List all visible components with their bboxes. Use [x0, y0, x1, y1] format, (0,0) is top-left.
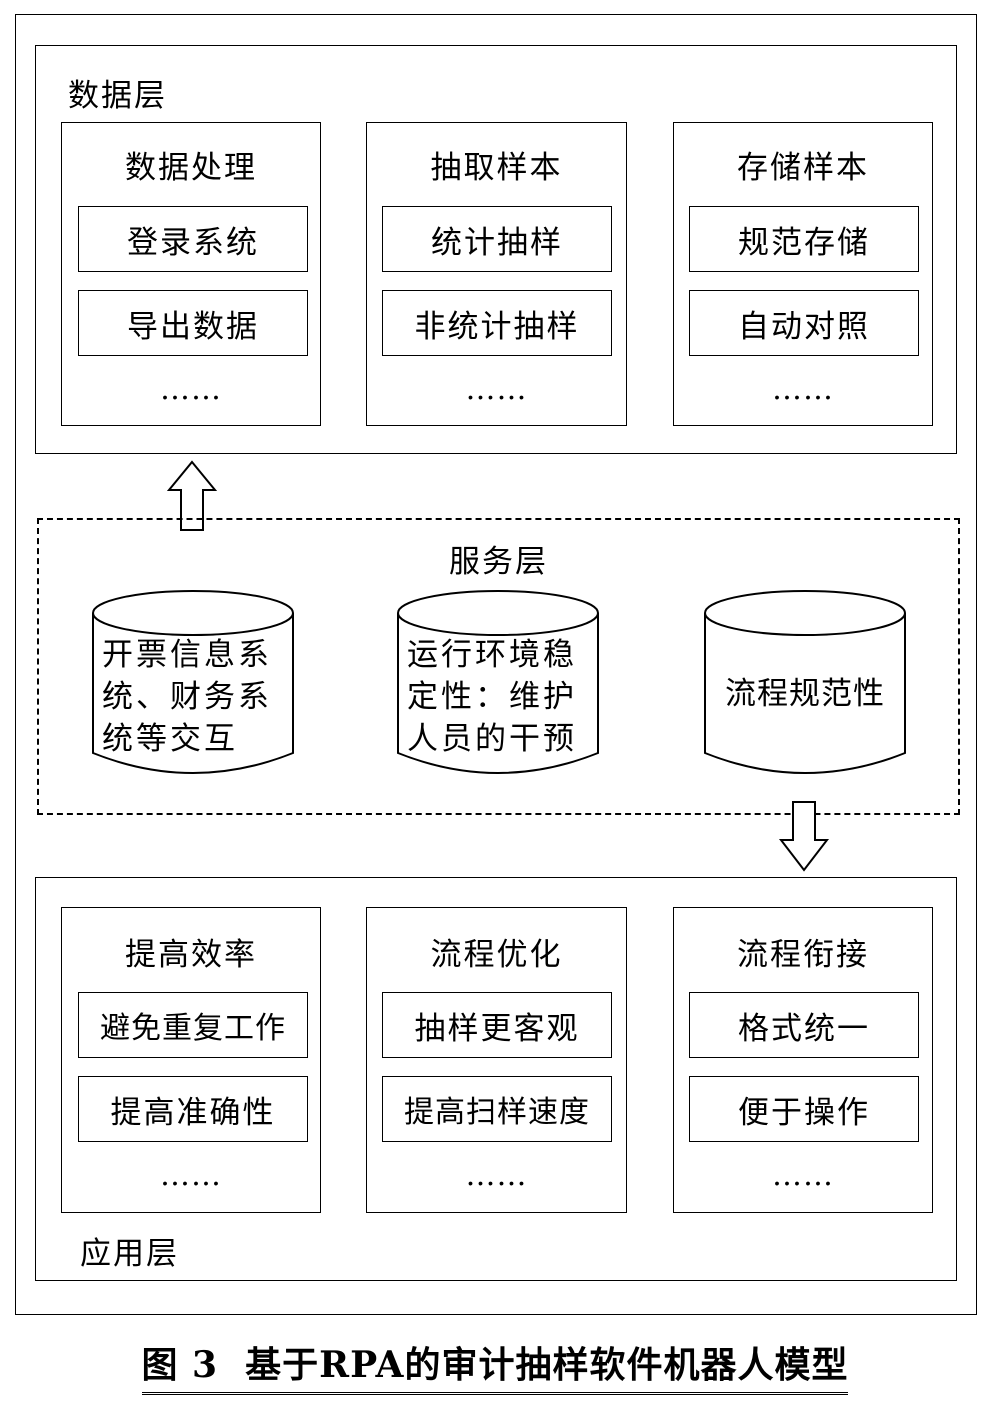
panel-ellipsis: …… — [465, 1158, 528, 1193]
data-layer — [35, 45, 957, 454]
data-layer-label: 数据层 — [68, 78, 167, 114]
data-panel-storage — [673, 122, 933, 426]
panel-title: 抽取样本 — [430, 150, 563, 186]
panel-ellipsis: …… — [465, 372, 528, 407]
cylinder-line: 统等交互 — [102, 721, 238, 757]
service-layer-label: 服务层 — [449, 544, 548, 580]
panel-item: 自动对照 — [689, 290, 919, 356]
cylinder-line: 运行环境稳 — [407, 637, 577, 673]
panel-item: 便于操作 — [689, 1076, 919, 1142]
panel-item: 抽样更客观 — [382, 992, 612, 1058]
panel-ellipsis: …… — [160, 1158, 222, 1193]
panel-item: 非统计抽样 — [382, 290, 612, 356]
panel-item: 导出数据 — [78, 290, 308, 356]
panel-item: 规范存储 — [689, 206, 919, 272]
figure-caption: 图 3 基于RPA的审计抽样软件机器人模型 — [141, 1336, 849, 1395]
app-panel-efficiency — [61, 907, 321, 1213]
cylinder-line: 统、财务系 — [102, 679, 272, 715]
caption-block: 图 3 基于RPA的审计抽样软件机器人模型 — [0, 1336, 990, 1395]
cylinder-3 — [704, 590, 906, 774]
panel-item: 提高扫样速度 — [382, 1076, 612, 1142]
panel-title: 存储样本 — [737, 150, 869, 186]
panel-item: 统计抽样 — [382, 206, 612, 272]
app-layer-label: 应用层 — [80, 1236, 179, 1272]
panel-item: 避免重复工作 — [78, 992, 308, 1058]
panel-item: 提高准确性 — [78, 1076, 308, 1142]
cylinder-2 — [397, 590, 599, 774]
cylinder-1-text: 开票信息系 统、财务系 统等交互 — [102, 634, 292, 760]
cylinder-line: 人员的干预 — [407, 721, 577, 757]
panel-ellipsis: …… — [160, 372, 222, 407]
outer-frame — [15, 14, 977, 1315]
panel-item: 登录系统 — [78, 206, 308, 272]
panel-ellipsis: …… — [772, 1158, 834, 1193]
panel-ellipsis: …… — [772, 372, 834, 407]
up-arrow-icon — [166, 460, 218, 531]
panel-item: 格式统一 — [689, 992, 919, 1058]
panel-title: 流程衔接 — [737, 937, 869, 973]
panel-title: 提高效率 — [125, 937, 257, 973]
cylinder-2-text: 运行环境稳 定性：维护 人员的干预 — [407, 634, 597, 760]
data-panel-sampling — [366, 122, 627, 426]
cylinder-line: 流程规范性 — [725, 676, 885, 712]
service-layer — [37, 518, 960, 815]
cylinder-1 — [92, 590, 294, 774]
app-layer — [35, 877, 957, 1281]
cylinder-3-text: 流程规范性 — [702, 673, 908, 715]
cylinder-line: 定性：维护 — [407, 679, 577, 715]
panel-title: 流程优化 — [430, 937, 563, 973]
down-arrow-icon — [778, 801, 830, 872]
app-panel-connection — [673, 907, 933, 1213]
app-panel-optimization — [366, 907, 627, 1213]
panel-title: 数据处理 — [125, 150, 257, 186]
cylinder-line: 开票信息系 — [102, 637, 272, 673]
data-panel-processing — [61, 122, 321, 426]
